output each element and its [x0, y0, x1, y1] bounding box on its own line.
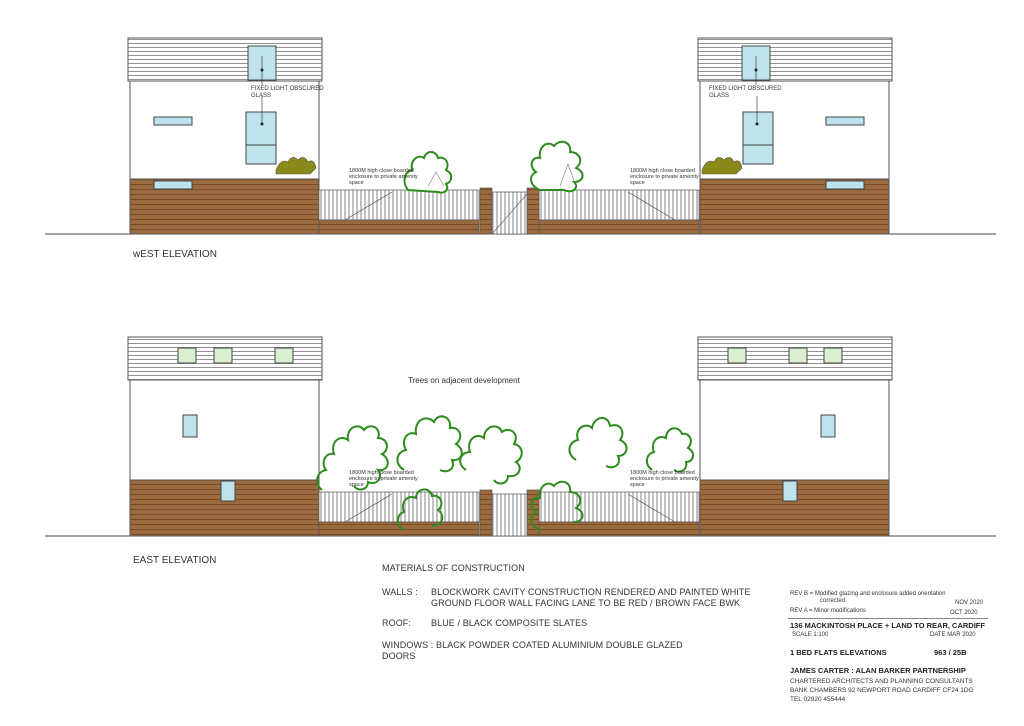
drawing-number: 963 / 25B: [934, 648, 967, 657]
walls-label: WALLS :: [382, 587, 418, 597]
rev-b-date: NOV 2020: [955, 600, 984, 606]
fence-note: 1800M high close boarded enclosure to pr…: [349, 470, 418, 488]
gate: [491, 191, 528, 235]
gate-pier: [479, 489, 493, 537]
gate-pier: [479, 187, 493, 235]
rev-b-line1: REV B = Modified glazing and enclosure a…: [790, 591, 946, 597]
firm-address: BANK CHAMBERS 92 NEWPORT ROAD CARDIFF CF…: [790, 687, 974, 694]
rooflight: [177, 347, 197, 364]
rooflight: [213, 347, 233, 364]
tree: [316, 425, 389, 491]
note-line: enclosure to private amenity: [630, 476, 699, 482]
west-fence: [318, 187, 700, 235]
window: [153, 180, 193, 190]
east-fence: [318, 489, 700, 537]
note-line: enclosure to private amenity: [349, 476, 418, 482]
firm-tel: TEL 02920 455444: [790, 696, 846, 703]
walls-line2: GROUND FLOOR WALL FACING LANE TO BE RED …: [431, 598, 741, 608]
divider: [788, 618, 988, 619]
obscured-glass-note-right: FIXED LIGHT OBSCURED GLASS: [709, 86, 782, 100]
windows-value: BLACK POWDER COATED ALUMINIUM DOUBLE GLA…: [436, 640, 683, 650]
scale: SCALE 1:100: [792, 632, 829, 638]
note-line: 1800M high close boarded: [630, 168, 695, 174]
window: [182, 414, 198, 438]
note-line: FIXED LIGHT OBSCURED: [709, 86, 782, 92]
roof-value: BLUE / BLACK COMPOSITE SLATES: [431, 618, 588, 628]
roof: [697, 37, 893, 82]
note-line: space: [630, 180, 645, 186]
note-line: GLASS: [709, 93, 730, 99]
rooflight: [788, 347, 808, 364]
rooflight: [274, 347, 294, 364]
rev-a: REV A = Minor modifications: [790, 608, 866, 614]
tree: [646, 427, 694, 473]
west-right-building: [697, 37, 893, 235]
rev-a-date: OCT 2020: [950, 610, 978, 616]
tree: [396, 415, 463, 473]
note-line: space: [349, 180, 364, 186]
note-line: 1800M high close boarded: [630, 470, 695, 476]
tree: [530, 140, 584, 193]
project-title: 136 MACKINTOSH PLACE + LAND TO REAR, CAR…: [790, 621, 985, 630]
east-elevation-label: EAST ELEVATION: [133, 555, 217, 566]
note-line: enclosure to private amenity: [349, 174, 418, 180]
window: [220, 480, 236, 502]
note-line: space: [349, 482, 364, 488]
roof: [127, 37, 323, 82]
roof-label: ROOF:: [382, 618, 411, 628]
note-line: space: [630, 482, 645, 488]
tree: [397, 488, 444, 531]
west-left-building: [127, 37, 323, 235]
note-line: GLASS: [251, 93, 272, 99]
date: DATE MAR 2020: [930, 632, 976, 638]
firm-subtitle: CHARTERED ARCHITECTS AND PLANNING CONSUL…: [790, 678, 973, 685]
note-line: 1800M high close boarded: [349, 470, 414, 476]
rooflight: [727, 347, 747, 364]
walls-line1: BLOCKWORK CAVITY CONSTRUCTION RENDERED A…: [431, 587, 751, 597]
windows-label: WINDOWS :: [382, 640, 434, 650]
window: [825, 116, 865, 126]
window: [782, 480, 798, 502]
note-line: FIXED LIGHT OBSCURED: [251, 86, 324, 92]
fence-note: 1800M high close boarded enclosure to pr…: [349, 168, 418, 186]
rooflight: [823, 347, 843, 364]
windows-value2: DOORS: [382, 651, 416, 661]
firm-name: JAMES CARTER : ALAN BARKER PARTNERSHIP: [790, 666, 966, 675]
materials-heading: MATERIALS OF CONSTRUCTION: [382, 563, 525, 573]
fence-note: 1800M high close boarded enclosure to pr…: [630, 470, 699, 488]
east-left-building: [127, 336, 323, 537]
tree: [403, 151, 453, 194]
note-line: 1800M high close boarded: [349, 168, 414, 174]
shrub: [701, 157, 743, 175]
window: [742, 111, 774, 165]
gate-pier: [526, 187, 540, 235]
note-line: enclosure to private amenity: [630, 174, 699, 180]
window: [153, 116, 193, 126]
window: [820, 414, 836, 438]
trees-east: [316, 415, 694, 531]
gate: [491, 493, 528, 537]
tree: [459, 425, 523, 485]
window: [825, 180, 865, 190]
rev-b-line2: corrected: [820, 598, 846, 604]
drawing-title: 1 BED FLATS ELEVATIONS: [790, 648, 887, 657]
trees-note: Trees on adjacent development: [408, 376, 520, 385]
tree: [530, 480, 584, 531]
west-elevation-label: wEST ELEVATION: [133, 249, 217, 260]
obscured-glass-note-left: FIXED LIGHT OBSCURED GLASS: [251, 86, 324, 100]
window: [245, 111, 277, 165]
east-right-building: [697, 336, 893, 537]
shrub: [275, 157, 317, 175]
tree: [568, 417, 628, 469]
fence-note: 1800M high close boarded enclosure to pr…: [630, 168, 699, 186]
